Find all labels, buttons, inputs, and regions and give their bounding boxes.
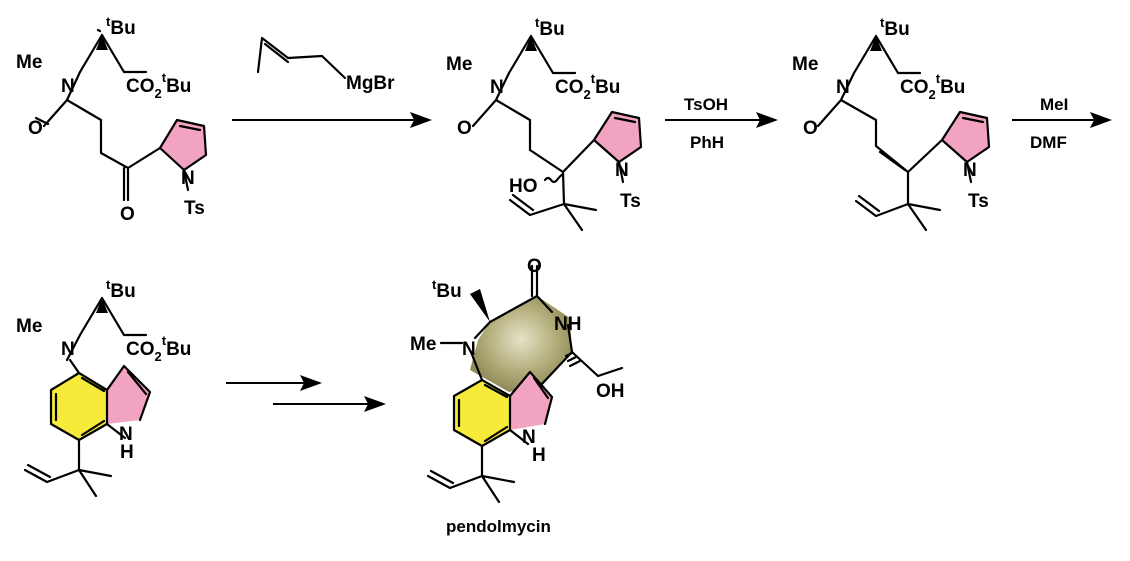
n-label-1b: N [181, 168, 195, 189]
ts-label-3: Ts [968, 191, 989, 212]
h-label-4: H [120, 442, 134, 463]
nh-label-5: NH [554, 314, 581, 335]
o-label-5: O [527, 256, 542, 277]
co2tbu-label-3: CO2tBu [900, 71, 965, 102]
n-label-4b: N [119, 424, 133, 445]
tbu-label-1: tBu [106, 14, 136, 39]
n-label-2b: N [615, 160, 629, 181]
oh-label-5: OH [596, 381, 625, 402]
wedge-4 [96, 298, 108, 313]
reaction-arrow-3: MeI DMF [1012, 95, 1112, 152]
pendolmycin-bonds [426, 264, 624, 504]
compound-4-bonds [23, 296, 152, 498]
n-label-1: N [61, 76, 75, 97]
reaction-arrow-2: TsOH PhH [665, 95, 778, 152]
tbu-label-4: tBu [106, 277, 136, 302]
compound-4-indole: tBu Me N CO2tBu N H [16, 277, 191, 498]
product-name: pendolmycin [446, 517, 551, 536]
me-label-1: Me [16, 52, 42, 73]
reagent-tsoh: TsOH [684, 95, 728, 114]
me-label-5: Me [410, 334, 436, 355]
o-label-2: O [457, 118, 472, 139]
me-label-2: Me [446, 54, 472, 75]
compound-3-bonds [816, 34, 991, 232]
me-label-4: Me [16, 316, 42, 337]
ho-label-2: HO [509, 176, 538, 197]
ts-label-2: Ts [620, 191, 641, 212]
compound-3-alkene: tBu Me N CO2tBu O N Ts [792, 15, 991, 232]
tbu-label-2: tBu [535, 15, 565, 40]
o-label-1a: O [28, 118, 43, 139]
ts-label-1: Ts [184, 198, 205, 219]
tbu-label-3: tBu [880, 15, 910, 40]
h-label-5: H [532, 445, 546, 466]
me-label-3: Me [792, 54, 818, 75]
compound-1-ketone: tBu Me N CO2tBu O O N Ts [16, 14, 208, 225]
multi-step-arrow [226, 375, 386, 412]
co2tbu-label-4: CO2tBu [126, 333, 191, 364]
reagent-mgbr: MgBr [346, 73, 395, 94]
wedge-5 [470, 289, 490, 322]
o-label-3: O [803, 118, 818, 139]
wedge-2 [525, 36, 537, 51]
n-label-3b: N [963, 160, 977, 181]
n-label-5b: N [522, 427, 536, 448]
reagent-dmf: DMF [1030, 133, 1067, 152]
co2tbu-label-2: CO2tBu [555, 71, 620, 102]
compound-2-bonds [471, 34, 643, 232]
tbu-label-5: tBu [432, 277, 462, 302]
wedge-1 [96, 35, 108, 50]
reagent-phh: PhH [690, 133, 724, 152]
reaction-arrow-1: MgBr [232, 36, 432, 128]
co2tbu-label-1: CO2tBu [126, 70, 191, 101]
n-label-2: N [490, 77, 504, 98]
n-label-3: N [836, 77, 850, 98]
benzene-highlight-4 [51, 373, 107, 440]
hash-bond-5 [564, 351, 582, 368]
pyrrole-highlight-4 [107, 366, 150, 424]
wedge-3 [870, 36, 882, 51]
compound-1-bonds [34, 28, 208, 202]
n-label-4: N [61, 339, 75, 360]
benzene-highlight-5 [454, 380, 510, 446]
compound-2-alcohol: tBu Me N CO2tBu O HO N Ts [446, 15, 643, 232]
reagent-mei: MeI [1040, 95, 1068, 114]
prenyl-bonds [256, 36, 347, 80]
compound-pendolmycin: tBu O NH Me N OH N H pendolmycin [410, 256, 625, 536]
wavy-bond-2 [543, 172, 565, 184]
n-label-5: N [462, 339, 476, 360]
o-label-1b: O [120, 204, 135, 225]
